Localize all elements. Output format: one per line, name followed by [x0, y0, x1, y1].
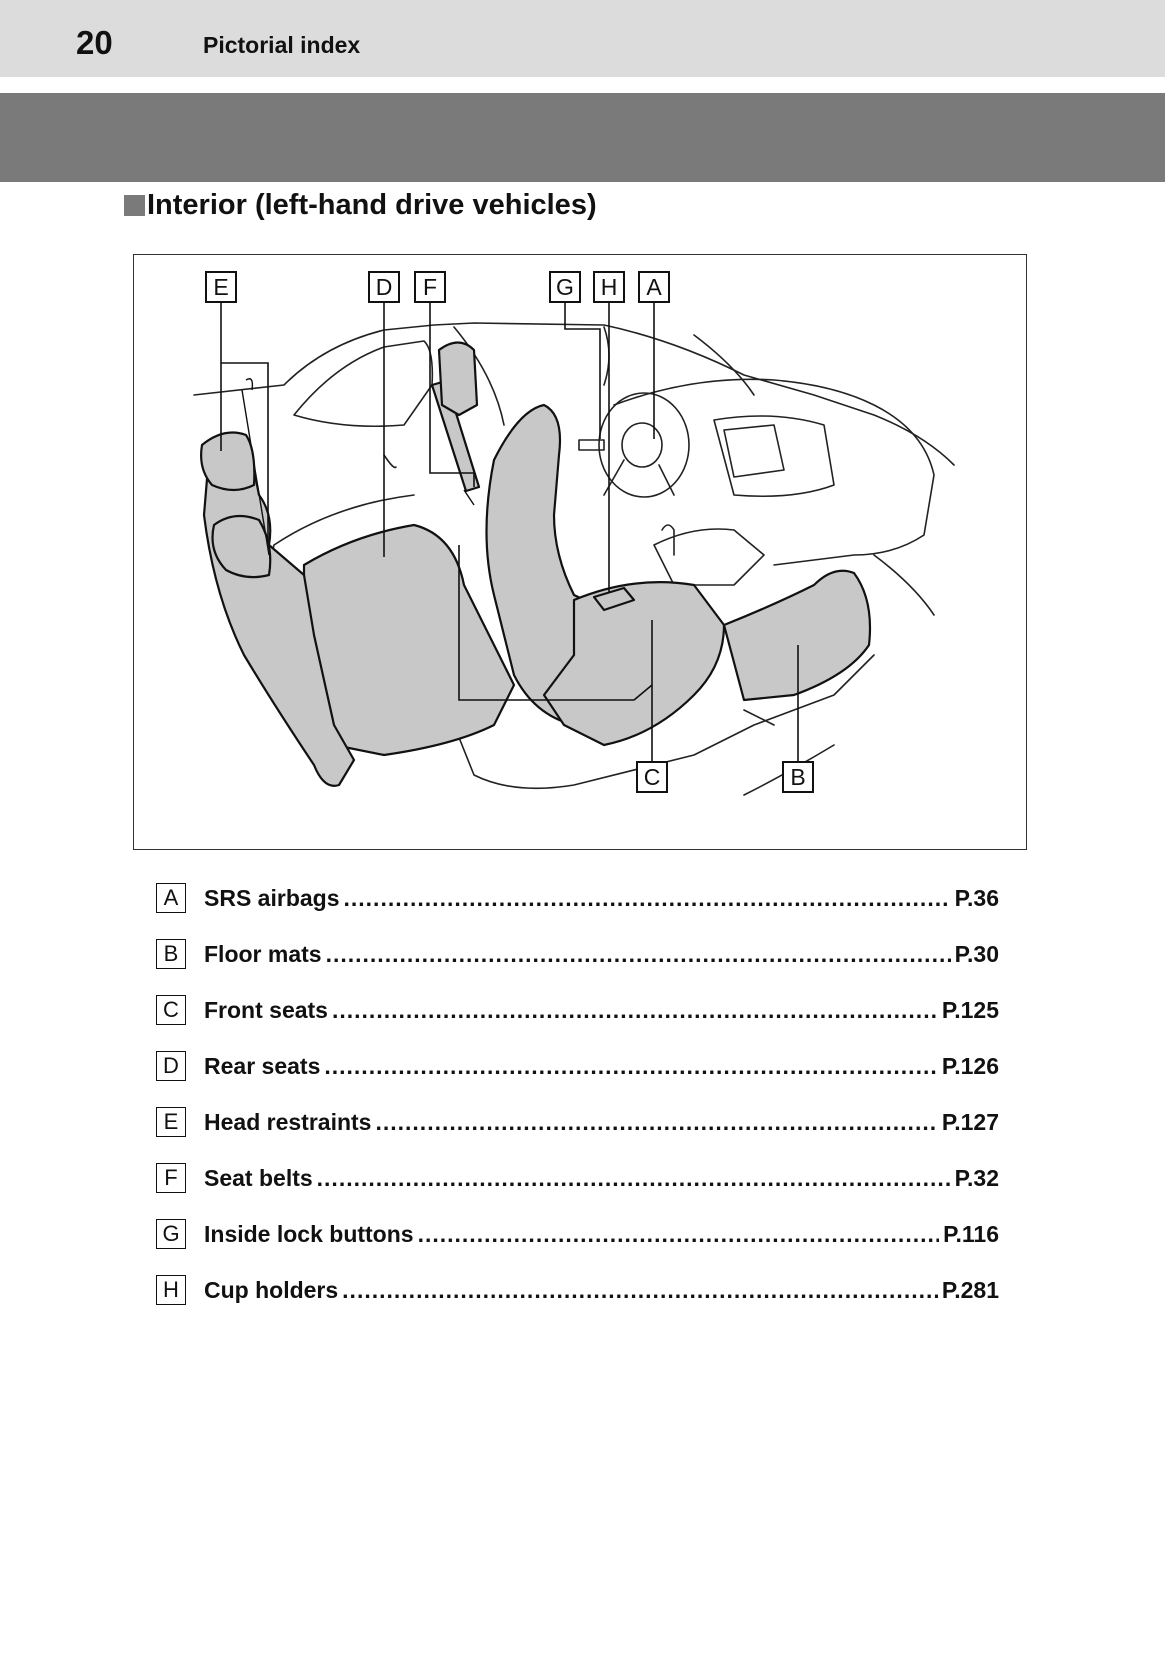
legend-entry: Floor mats P.30: [204, 941, 999, 968]
legend-label: Rear seats: [204, 1052, 321, 1079]
legend-key: F: [156, 1163, 186, 1193]
legend-label: Head restraints: [204, 1108, 372, 1135]
subsection-heading: Interior (left-hand drive vehicles): [124, 189, 597, 222]
legend-key: E: [156, 1107, 186, 1137]
legend-label: Floor mats: [204, 940, 322, 967]
leader-dots: [332, 997, 938, 1024]
callout-f: F: [414, 271, 446, 303]
legend-entry: Seat belts P.32: [204, 1165, 999, 1192]
interior-drawing: [193, 302, 955, 796]
legend-key: H: [156, 1275, 186, 1305]
callout-b: B: [782, 761, 814, 793]
legend-entry: Head restraints P.127: [204, 1109, 999, 1136]
legend-label: Cup holders: [204, 1276, 339, 1303]
leader-dots: [317, 1165, 951, 1192]
section-title: Pictorial index: [203, 32, 361, 58]
legend-entry: Cup holders P.281: [204, 1277, 999, 1304]
legend-entry: Front seats P.125: [204, 997, 999, 1024]
page-reference: P.281: [941, 1276, 999, 1303]
legend-label: Inside lock buttons: [204, 1220, 414, 1247]
callout-a: A: [638, 271, 670, 303]
legend-key: D: [156, 1051, 186, 1081]
legend-key: G: [156, 1219, 186, 1249]
legend-item: B Floor mats P.30: [156, 926, 999, 982]
callout-d: D: [368, 271, 400, 303]
legend-key: B: [156, 939, 186, 969]
heading-square-icon: [124, 195, 145, 217]
legend-item: H Cup holders P.281: [156, 1262, 999, 1318]
page-reference: P.36: [954, 884, 999, 911]
legend-entry: SRS airbags P.36: [204, 885, 999, 912]
callout-h: H: [593, 271, 625, 303]
callout-c: C: [636, 761, 668, 793]
page-reference: P.127: [941, 1108, 999, 1135]
subsection-heading-text: Interior (left-hand drive vehicles): [147, 189, 597, 221]
legend-item: C Front seats P.125: [156, 982, 999, 1038]
interior-illustration: E D F G H A C B: [133, 254, 1027, 850]
legend-item: F Seat belts P.32: [156, 1150, 999, 1206]
legend-item: G Inside lock buttons P.116: [156, 1206, 999, 1262]
legend-item: A SRS airbags P.36: [156, 870, 999, 926]
header-band: [0, 0, 1165, 77]
legend-label: Seat belts: [204, 1164, 313, 1191]
page-number: 20: [76, 24, 113, 61]
legend-entry: Rear seats P.126: [204, 1053, 999, 1080]
legend-key: C: [156, 995, 186, 1025]
page-reference: P.30: [954, 940, 999, 967]
page-reference: P.126: [941, 1052, 999, 1079]
leader-dots: [418, 1221, 940, 1248]
page-reference: P.32: [954, 1164, 999, 1191]
leader-dots: [344, 885, 951, 912]
page-reference: P.125: [941, 996, 999, 1023]
leader-dots: [342, 1277, 938, 1304]
leader-dots: [375, 1109, 937, 1136]
legend-item: E Head restraints P.127: [156, 1094, 999, 1150]
legend-label: SRS airbags: [204, 884, 340, 911]
page-reference: P.116: [943, 1220, 999, 1247]
legend-key: A: [156, 883, 186, 913]
leader-dots: [326, 941, 951, 968]
legend-label: Front seats: [204, 996, 328, 1023]
legend-entry: Inside lock buttons P.116: [204, 1221, 999, 1248]
callout-g: G: [549, 271, 581, 303]
callout-e: E: [205, 271, 237, 303]
chapter-band: [0, 93, 1165, 182]
leader-dots: [324, 1053, 938, 1080]
legend-item: D Rear seats P.126: [156, 1038, 999, 1094]
legend-list: A SRS airbags P.36 B Floor mats P.30 C F…: [156, 870, 999, 1318]
